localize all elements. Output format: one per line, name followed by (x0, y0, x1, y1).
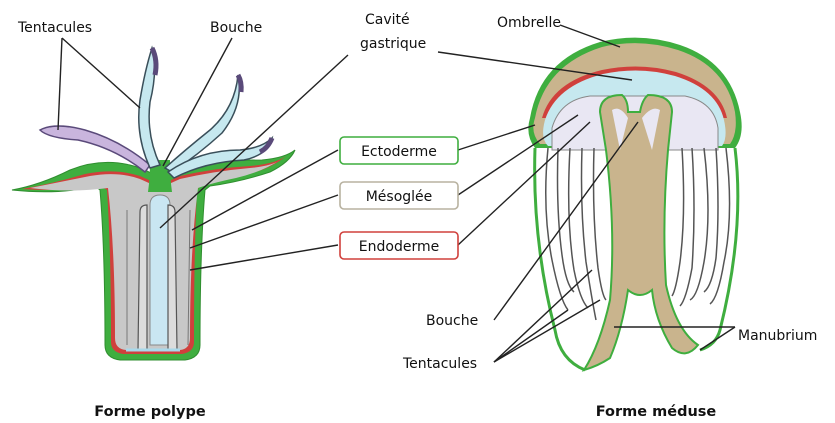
bouche-polyp-label: Bouche (210, 20, 262, 36)
endoderme-label: Endoderme (359, 239, 439, 255)
leader-meso-right (458, 115, 578, 195)
manubrium-label: Manubrium (738, 328, 817, 344)
leader-endo-left (190, 245, 338, 270)
ombrelle-label: Ombrelle (497, 15, 561, 31)
tentacules-polyp-label: Tentacules (17, 20, 92, 36)
caption-polype: Forme polype (94, 404, 206, 420)
leader-ecto-right (458, 125, 535, 150)
leader-tent-meduse-a (494, 270, 592, 362)
cavite-label-line2: gastrique (360, 36, 426, 52)
layer-legend: Ectoderme Mésoglée Endoderme (340, 137, 458, 259)
polyp-gastric-cavity (150, 195, 170, 345)
leader-meso-left (190, 195, 338, 248)
leader-tent-meduse-c (494, 300, 600, 362)
mesoglee-label: Mésoglée (366, 189, 433, 205)
bouche-meduse-label: Bouche (426, 313, 478, 329)
cavite-label-line1: Cavité (365, 12, 410, 28)
caption-meduse: Forme méduse (596, 404, 717, 420)
leader-tentacules-polyp-a (58, 38, 62, 130)
leader-ombrelle (560, 25, 620, 47)
leader-manubrium-b (700, 327, 735, 350)
captions: Forme polype Forme méduse (94, 404, 716, 420)
tentacules-meduse-label: Tentacules (402, 356, 477, 372)
leader-tentacules-polyp-b (62, 38, 140, 108)
polyp-illustration (12, 48, 295, 360)
ectoderme-label: Ectoderme (361, 144, 437, 160)
medusa-illustration (528, 38, 741, 370)
